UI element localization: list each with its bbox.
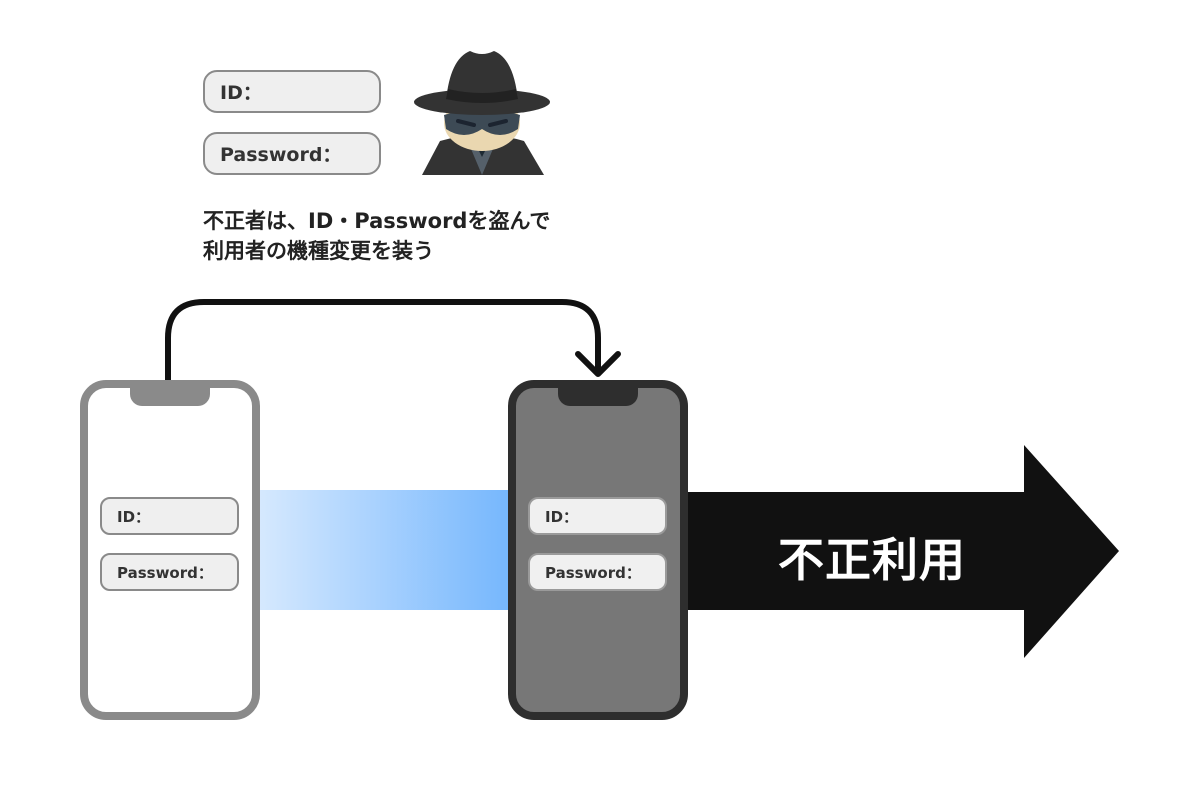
stolen-password-field: Password： bbox=[203, 132, 381, 175]
attacker-phone: ID： Password： bbox=[508, 380, 688, 720]
user-password-field[interactable]: Password： bbox=[100, 553, 239, 591]
attacker-password-field[interactable]: Password： bbox=[528, 553, 667, 591]
down-arrow-icon bbox=[575, 351, 621, 377]
hacker-hat-crown bbox=[446, 51, 518, 101]
user-phone-notch bbox=[130, 386, 210, 406]
fraud-label: 不正利用 bbox=[778, 533, 966, 587]
attacker-password-label: Password： bbox=[545, 563, 641, 582]
stolen-id-label: ID： bbox=[220, 82, 262, 104]
hacker-mask bbox=[444, 109, 520, 135]
attacker-phone-notch bbox=[558, 386, 638, 406]
transfer-band bbox=[258, 490, 514, 610]
user-id-label: ID： bbox=[117, 507, 151, 526]
attacker-id-field[interactable]: ID： bbox=[528, 497, 667, 535]
attacker-id-label: ID： bbox=[545, 507, 579, 526]
caption-line-1: 不正者は、ID・Passwordを盗んで bbox=[203, 209, 551, 233]
user-password-label: Password： bbox=[117, 563, 213, 582]
caption-line-2: 利用者の機種変更を装う bbox=[203, 239, 434, 263]
hacker-icon bbox=[414, 51, 550, 175]
user-id-field[interactable]: ID： bbox=[100, 497, 239, 535]
stolen-password-label: Password： bbox=[220, 144, 342, 166]
caption: 不正者は、ID・Passwordを盗んで 利用者の機種変更を装う bbox=[203, 206, 550, 266]
user-phone: ID： Password： bbox=[80, 380, 260, 720]
stolen-id-field: ID： bbox=[203, 70, 381, 113]
